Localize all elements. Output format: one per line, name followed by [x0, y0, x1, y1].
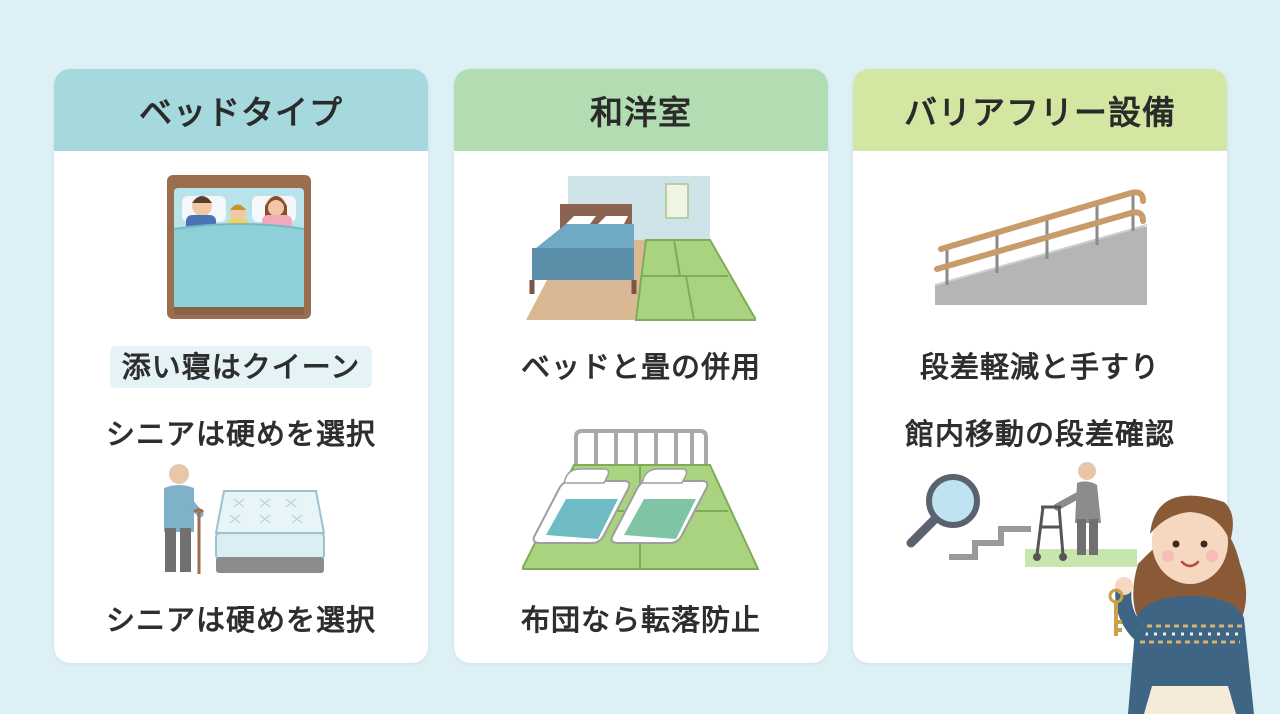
bed-tatami-room-icon — [526, 176, 756, 321]
walker-senior-icon — [1025, 462, 1137, 567]
magnifier-icon — [906, 474, 980, 548]
card-barrier-free: バリアフリー設備 段差軽減と手すり 館内移動の段差確認 — [853, 69, 1227, 663]
woman-holding-key-icon — [1108, 495, 1254, 714]
card-title: バリアフリー設備 — [904, 93, 1176, 132]
card-header: ベッドタイプ — [54, 69, 428, 151]
card-japanese-western-room: 和洋室 ベッドと畳の併用 布団なら転落防止 — [454, 69, 828, 663]
caption-step-reduction-handrail: 段差軽減と手すり — [919, 350, 1160, 384]
card-header: バリアフリー設備 — [853, 69, 1227, 151]
card-title: ベッドタイプ — [139, 93, 343, 132]
caption-senior-firm-2: シニアは硬めを選択 — [105, 603, 376, 637]
futon-tatami-icon — [522, 429, 760, 570]
caption-cosleeping: 添い寝はクイーン — [54, 344, 428, 388]
card-header: 和洋室 — [454, 69, 828, 151]
caption-futon-fall-prevention: 布団なら転落防止 — [520, 603, 761, 637]
caption-senior-firm: シニアは硬めを選択 — [105, 417, 376, 451]
caption-bed-tatami: ベッドと畳の併用 — [520, 350, 761, 384]
card-title: 和洋室 — [590, 93, 692, 132]
ramp-handrail-icon — [934, 189, 1148, 305]
senior-with-cane-icon — [164, 464, 205, 574]
card-bed-type: ベッドタイプ 添い寝はクイーン シニアは硬めを選択 — [54, 69, 428, 663]
stairs-icon — [949, 526, 1031, 560]
family-bed-icon — [167, 175, 311, 319]
caption-check-steps-in-building: 館内移動の段差確認 — [904, 417, 1175, 451]
mattress-icon — [214, 490, 326, 573]
